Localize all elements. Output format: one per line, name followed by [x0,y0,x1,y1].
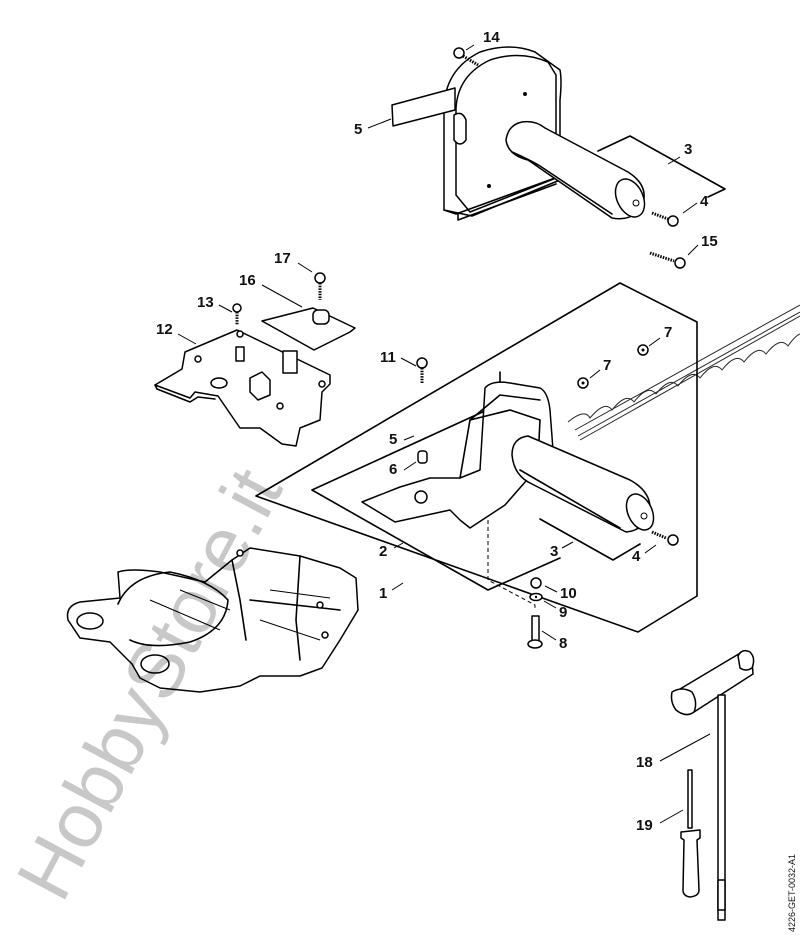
drawing-code: 4226-GET-0032-A1 [787,854,797,932]
callout-6: 6 [389,461,397,478]
screw-8-icon [527,615,543,649]
callout-18: 18 [636,754,653,771]
screw-15-icon [649,251,686,269]
callout-1: 1 [379,585,387,602]
engine-housing [66,547,359,693]
callout-7b: 7 [603,357,611,374]
combination-wrench-18 [670,649,755,921]
callout-4-lower: 4 [632,548,641,565]
cover-plate-16 [261,307,356,351]
screw-4-lower-icon [651,530,679,546]
hedge-blade [567,304,800,441]
callout-3-lower: 3 [550,543,558,560]
screw-13-icon [232,303,242,325]
callout-2: 2 [379,543,387,560]
label-plate-top [391,87,456,127]
switch-housing-12 [154,329,331,447]
callouts: 14 5 3 4 15 17 16 13 12 11 7 7 5 6 2 3 4… [156,29,718,834]
washer-9-icon [529,592,543,602]
screwdriver-19 [680,769,701,898]
callout-5-top: 5 [354,121,362,138]
top-handle-guard [443,46,562,221]
callout-3-top: 3 [684,141,692,158]
callout-7a: 7 [664,324,672,341]
screw-17-icon [314,272,326,300]
callout-5-lower: 5 [389,431,397,448]
callout-10: 10 [560,585,577,602]
callout-19: 19 [636,817,653,834]
screw-14-icon [453,47,479,67]
callout-9: 9 [559,604,567,621]
callout-13: 13 [197,294,214,311]
callout-14: 14 [483,29,500,46]
screw-11-icon [416,357,428,384]
nut-10-icon [530,577,542,589]
callout-4-top: 4 [700,193,709,210]
nut-7a-icon [637,344,649,356]
screw-4-top-icon [651,211,679,227]
callout-12: 12 [156,321,173,338]
sleeve-6-icon [417,450,428,464]
callout-16: 16 [239,272,256,289]
leader-lines [177,44,711,824]
nut-7b-icon [577,377,589,389]
callout-15: 15 [701,233,718,250]
top-handle-grip [505,120,646,220]
callout-11: 11 [380,349,396,366]
assembly-box-1 [255,282,698,633]
callout-8: 8 [559,635,567,652]
callout-17: 17 [274,250,291,267]
lower-handle-grip [511,435,655,533]
